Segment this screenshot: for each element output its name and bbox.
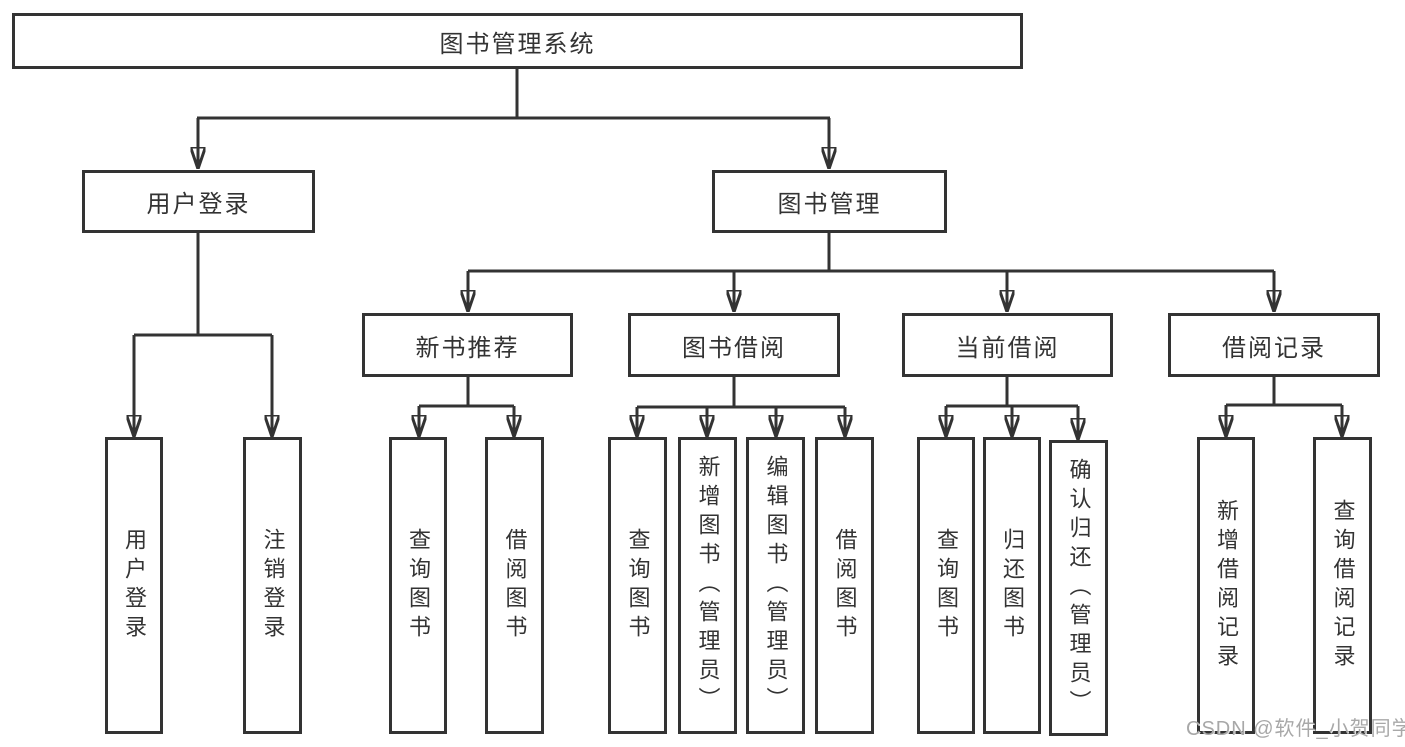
leaf-bb-query-books: 查询图书: [608, 437, 667, 734]
leaf-bb-borrow-books: 借阅图书: [815, 437, 874, 734]
leaf-br-add-record-label: 新增借阅记录: [1214, 498, 1239, 673]
leaf-cb-query-books-label: 查询图书: [934, 527, 959, 644]
node-new-book-recommend-label: 新书推荐: [415, 334, 520, 362]
leaf-bb-add-books-admin-label: 新增图书（管理员）: [695, 455, 721, 716]
connector-root-to-level1: [197, 67, 830, 168]
node-new-book-recommend: 新书推荐: [362, 313, 573, 377]
leaf-cb-confirm-return-admin: 确认归还（管理员）: [1049, 440, 1108, 736]
leaf-cb-return-books: 归还图书: [983, 437, 1041, 734]
leaf-nb-borrow-books: 借阅图书: [485, 437, 544, 734]
leaf-nb-query-books: 查询图书: [389, 437, 447, 734]
node-user-login: 用户登录: [82, 170, 315, 233]
leaf-bb-edit-books-admin: 编辑图书（管理员）: [746, 437, 805, 734]
leaf-logout-label: 注销登录: [260, 527, 286, 644]
connector-current-borrow-to-leaves: [946, 375, 1078, 439]
node-user-login-label: 用户登录: [146, 191, 251, 218]
leaf-user-login: 用户登录: [105, 437, 163, 734]
leaf-cb-query-books: 查询图书: [917, 437, 975, 734]
connector-book-management-to-level2: [468, 232, 1274, 311]
watermark: CSDN @软件_小贺同学: [1186, 718, 1405, 740]
leaf-user-login-label: 用户登录: [122, 527, 147, 644]
leaf-br-query-record: 查询借阅记录: [1313, 437, 1372, 734]
leaf-cb-return-books-label: 归还图书: [1000, 527, 1025, 644]
leaf-nb-borrow-books-label: 借阅图书: [502, 527, 528, 644]
node-root: 图书管理系统: [12, 13, 1023, 69]
node-book-management: 图书管理: [712, 170, 947, 233]
leaf-logout: 注销登录: [243, 437, 302, 734]
leaf-cb-confirm-return-admin-label: 确认归还（管理员）: [1066, 457, 1092, 719]
node-root-label: 图书管理系统: [439, 30, 596, 58]
node-book-borrow-label: 图书借阅: [682, 334, 786, 362]
leaf-bb-add-books-admin: 新增图书（管理员）: [678, 437, 737, 734]
node-book-management-label: 图书管理: [777, 191, 882, 218]
leaf-br-query-record-label: 查询借阅记录: [1330, 498, 1356, 673]
connector-new-book-recommend-to-leaves: [419, 375, 514, 436]
leaf-br-add-record: 新增借阅记录: [1197, 437, 1255, 734]
connector-borrow-records-to-leaves: [1226, 375, 1342, 436]
node-current-borrow: 当前借阅: [902, 313, 1113, 377]
leaf-bb-edit-books-admin-label: 编辑图书（管理员）: [763, 455, 789, 716]
node-current-borrow-label: 当前借阅: [955, 334, 1060, 362]
node-borrow-records-label: 借阅记录: [1222, 334, 1326, 362]
leaf-bb-borrow-books-label: 借阅图书: [832, 527, 858, 644]
connector-user-login-to-leaves: [134, 232, 272, 436]
leaf-bb-query-books-label: 查询图书: [625, 527, 651, 644]
leaf-nb-query-books-label: 查询图书: [406, 527, 431, 644]
node-borrow-records: 借阅记录: [1168, 313, 1380, 377]
connector-book-borrow-to-leaves: [637, 375, 845, 436]
node-book-borrow: 图书借阅: [628, 313, 840, 377]
